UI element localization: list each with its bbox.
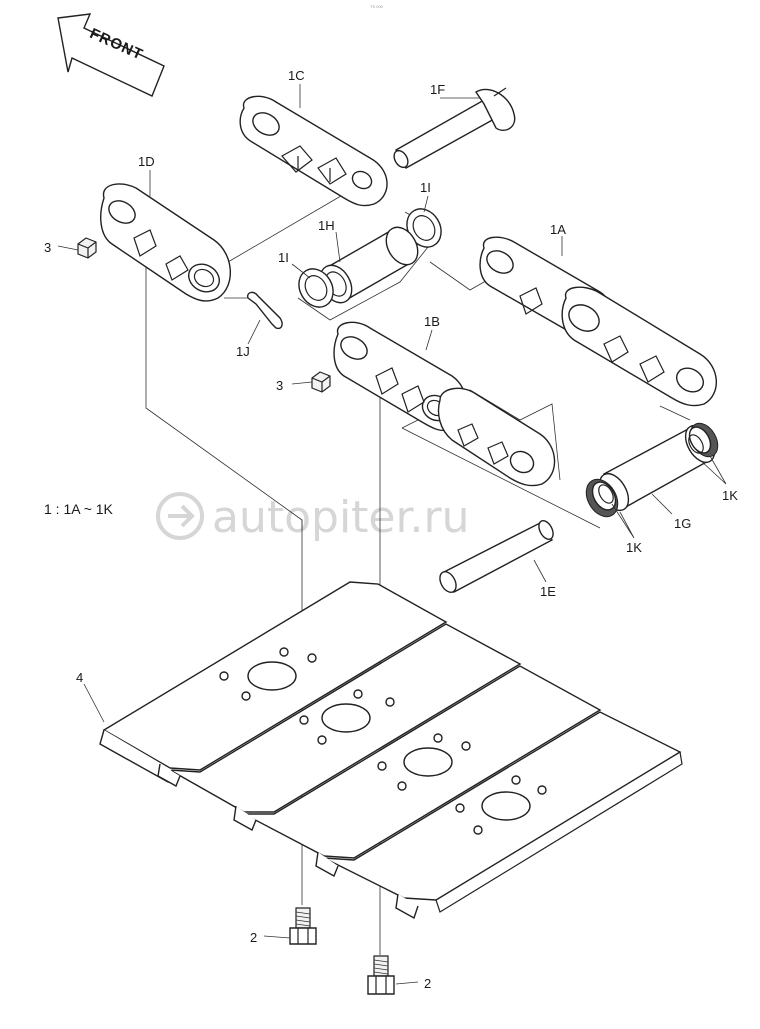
bolt-2-right <box>367 955 395 995</box>
label-1H: 1H <box>318 218 335 233</box>
label-1K-left: 1K <box>626 540 642 555</box>
pin-1E <box>439 520 554 593</box>
label-1A: 1A <box>550 222 566 237</box>
track-shoes-4 <box>99 581 683 920</box>
label-2-right: 2 <box>424 976 431 991</box>
link-1A <box>479 236 718 407</box>
label-2-left: 2 <box>250 930 257 945</box>
link-1C <box>239 95 388 207</box>
label-1J: 1J <box>236 344 250 359</box>
label-1E: 1E <box>540 584 556 599</box>
leader-lines <box>57 84 727 985</box>
watermark: autopiter.ru <box>156 492 470 543</box>
nut-3-middle <box>311 371 331 393</box>
label-1F: 1F <box>430 82 445 97</box>
watermark-text: autopiter.ru <box>212 492 470 543</box>
label-3-middle: 3 <box>276 378 283 393</box>
seal-ring-1I-lower <box>298 268 334 308</box>
label-1C: 1C <box>288 68 305 83</box>
ratio-note: 1 : 1A ~ 1K <box>44 501 114 517</box>
seal-1K-right <box>688 422 719 458</box>
label-4: 4 <box>76 670 83 685</box>
pin-1F <box>393 87 516 169</box>
label-1I-top: 1I <box>420 180 431 195</box>
link-1D <box>100 183 232 302</box>
callout-labels: 1C 1F 1D 1I 1H 1I 1A 3 1J 1B 3 1K 1G 1K … <box>44 68 738 991</box>
label-3-top: 3 <box>44 240 51 255</box>
link-1B <box>333 321 556 487</box>
label-1I-left: 1I <box>278 250 289 265</box>
bolt-2-left <box>289 907 317 945</box>
clip-1J <box>246 291 283 330</box>
label-1D: 1D <box>138 154 155 169</box>
label-1K-right: 1K <box>722 488 738 503</box>
label-1B: 1B <box>424 314 440 329</box>
seal-1K-left <box>585 478 619 518</box>
nut-3-upper <box>77 237 97 259</box>
corner-mark: TS 000 <box>370 4 384 9</box>
front-arrow: FRONT <box>57 13 165 97</box>
label-1G: 1G <box>674 516 691 531</box>
